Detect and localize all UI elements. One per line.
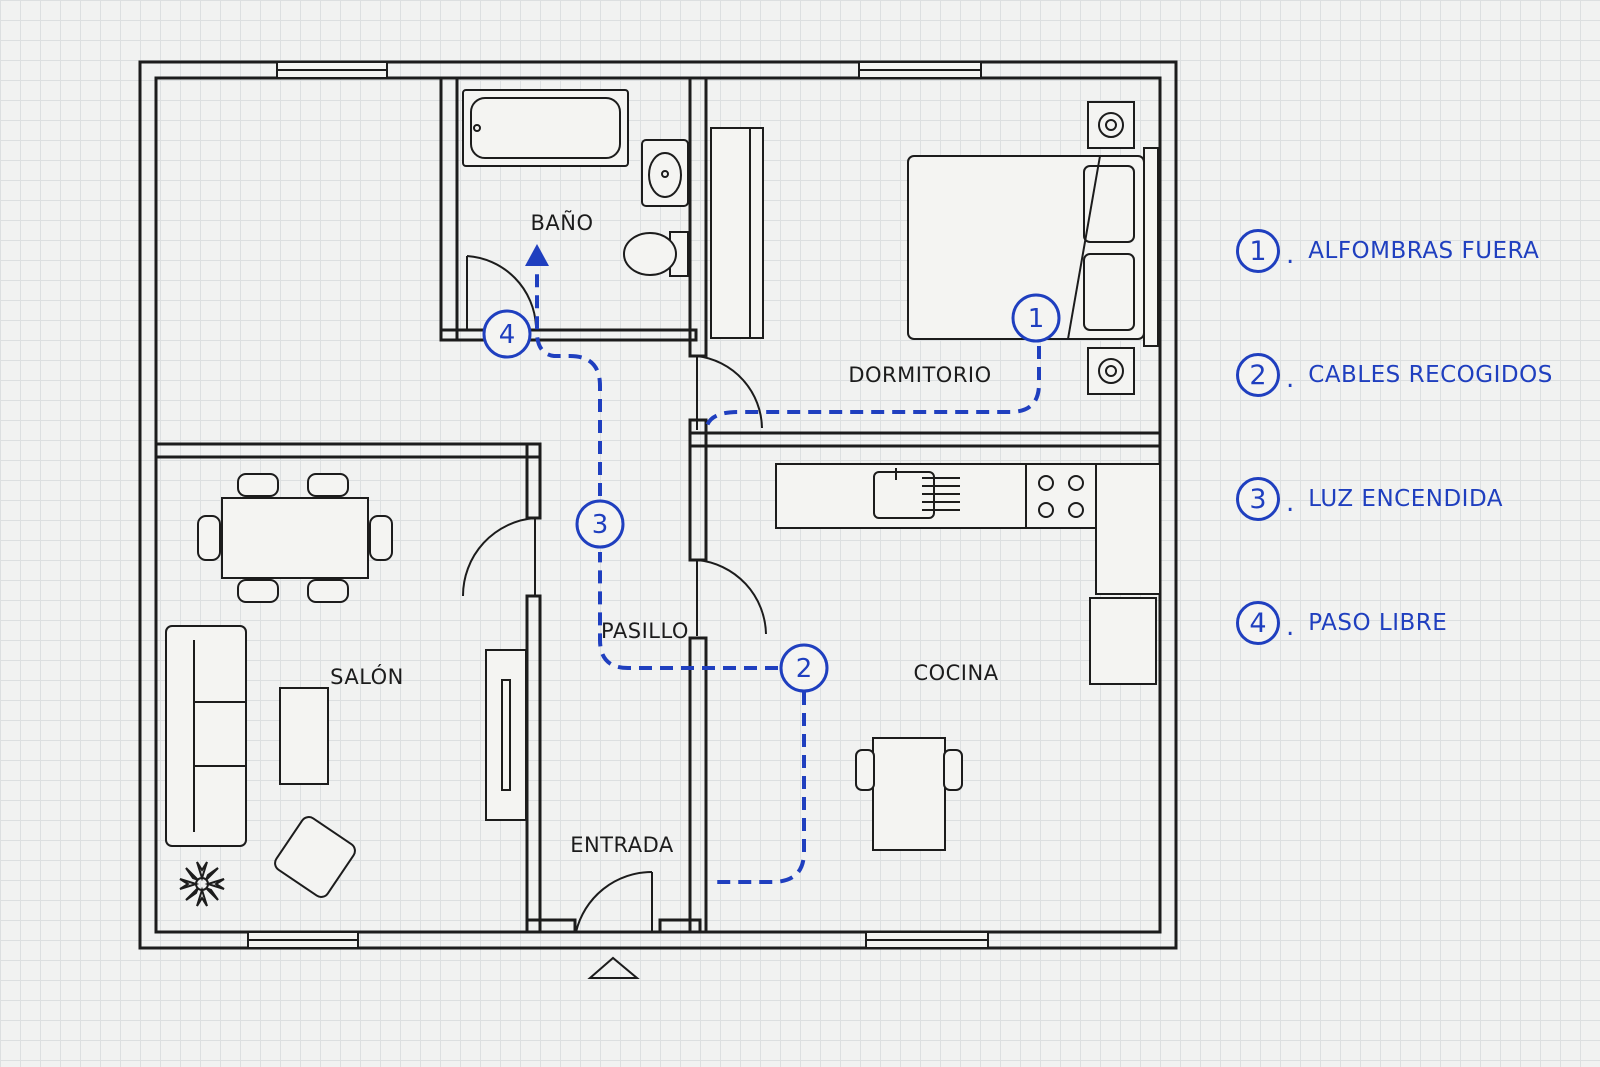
legend-number: 1 [1236,229,1280,273]
room-label-entrance: ENTRADA [570,833,674,857]
room-label-kitchen: COCINA [913,661,998,685]
kitchen-fixtures [775,463,1161,851]
room-label-hallway: PASILLO [601,619,689,643]
route-marker-2: 2 [779,643,829,693]
svg-text:3: 3 [592,510,609,540]
bed [907,101,1159,395]
route-marker-1: 1 [1011,293,1061,343]
legend-dot: . [1286,488,1295,518]
legend-number: 4 [1236,601,1280,645]
legend-text: PASO LIBRE [1308,610,1448,636]
route-arrowhead [525,244,549,266]
svg-text:2: 2 [796,654,813,684]
route-marker-3: 3 [575,499,625,549]
svg-text:4: 4 [499,320,516,350]
route-marker-4: 4 [482,309,532,359]
room-label-bedroom: DORMITORIO [848,363,991,387]
legend: 1 . ALFOMBRAS FUERA 2 . CABLES RECOGIDOS… [1236,226,1596,722]
legend-dot: . [1286,612,1295,642]
safe-route [525,244,1041,884]
legend-dot: . [1286,364,1295,394]
legend-item-3: 3 . LUZ ENCENDIDA [1236,474,1596,524]
doors [461,255,767,979]
legend-item-2: 2 . CABLES RECOGIDOS [1236,350,1596,400]
legend-text: LUZ ENCENDIDA [1308,486,1503,512]
legend-item-4: 4 . PASO LIBRE [1236,598,1596,648]
legend-text: CABLES RECOGIDOS [1308,362,1553,388]
legend-dot: . [1286,240,1295,270]
windows [247,61,989,949]
legend-item-1: 1 . ALFOMBRAS FUERA [1236,226,1596,276]
room-label-living: SALÓN [330,664,404,689]
room-label-bathroom: BAÑO [530,209,593,235]
svg-text:1: 1 [1028,304,1045,334]
living-furniture [165,473,527,907]
legend-number: 3 [1236,477,1280,521]
bathroom-fixtures [462,89,689,277]
wardrobe [710,127,764,339]
legend-text: ALFOMBRAS FUERA [1308,238,1540,264]
legend-number: 2 [1236,353,1280,397]
